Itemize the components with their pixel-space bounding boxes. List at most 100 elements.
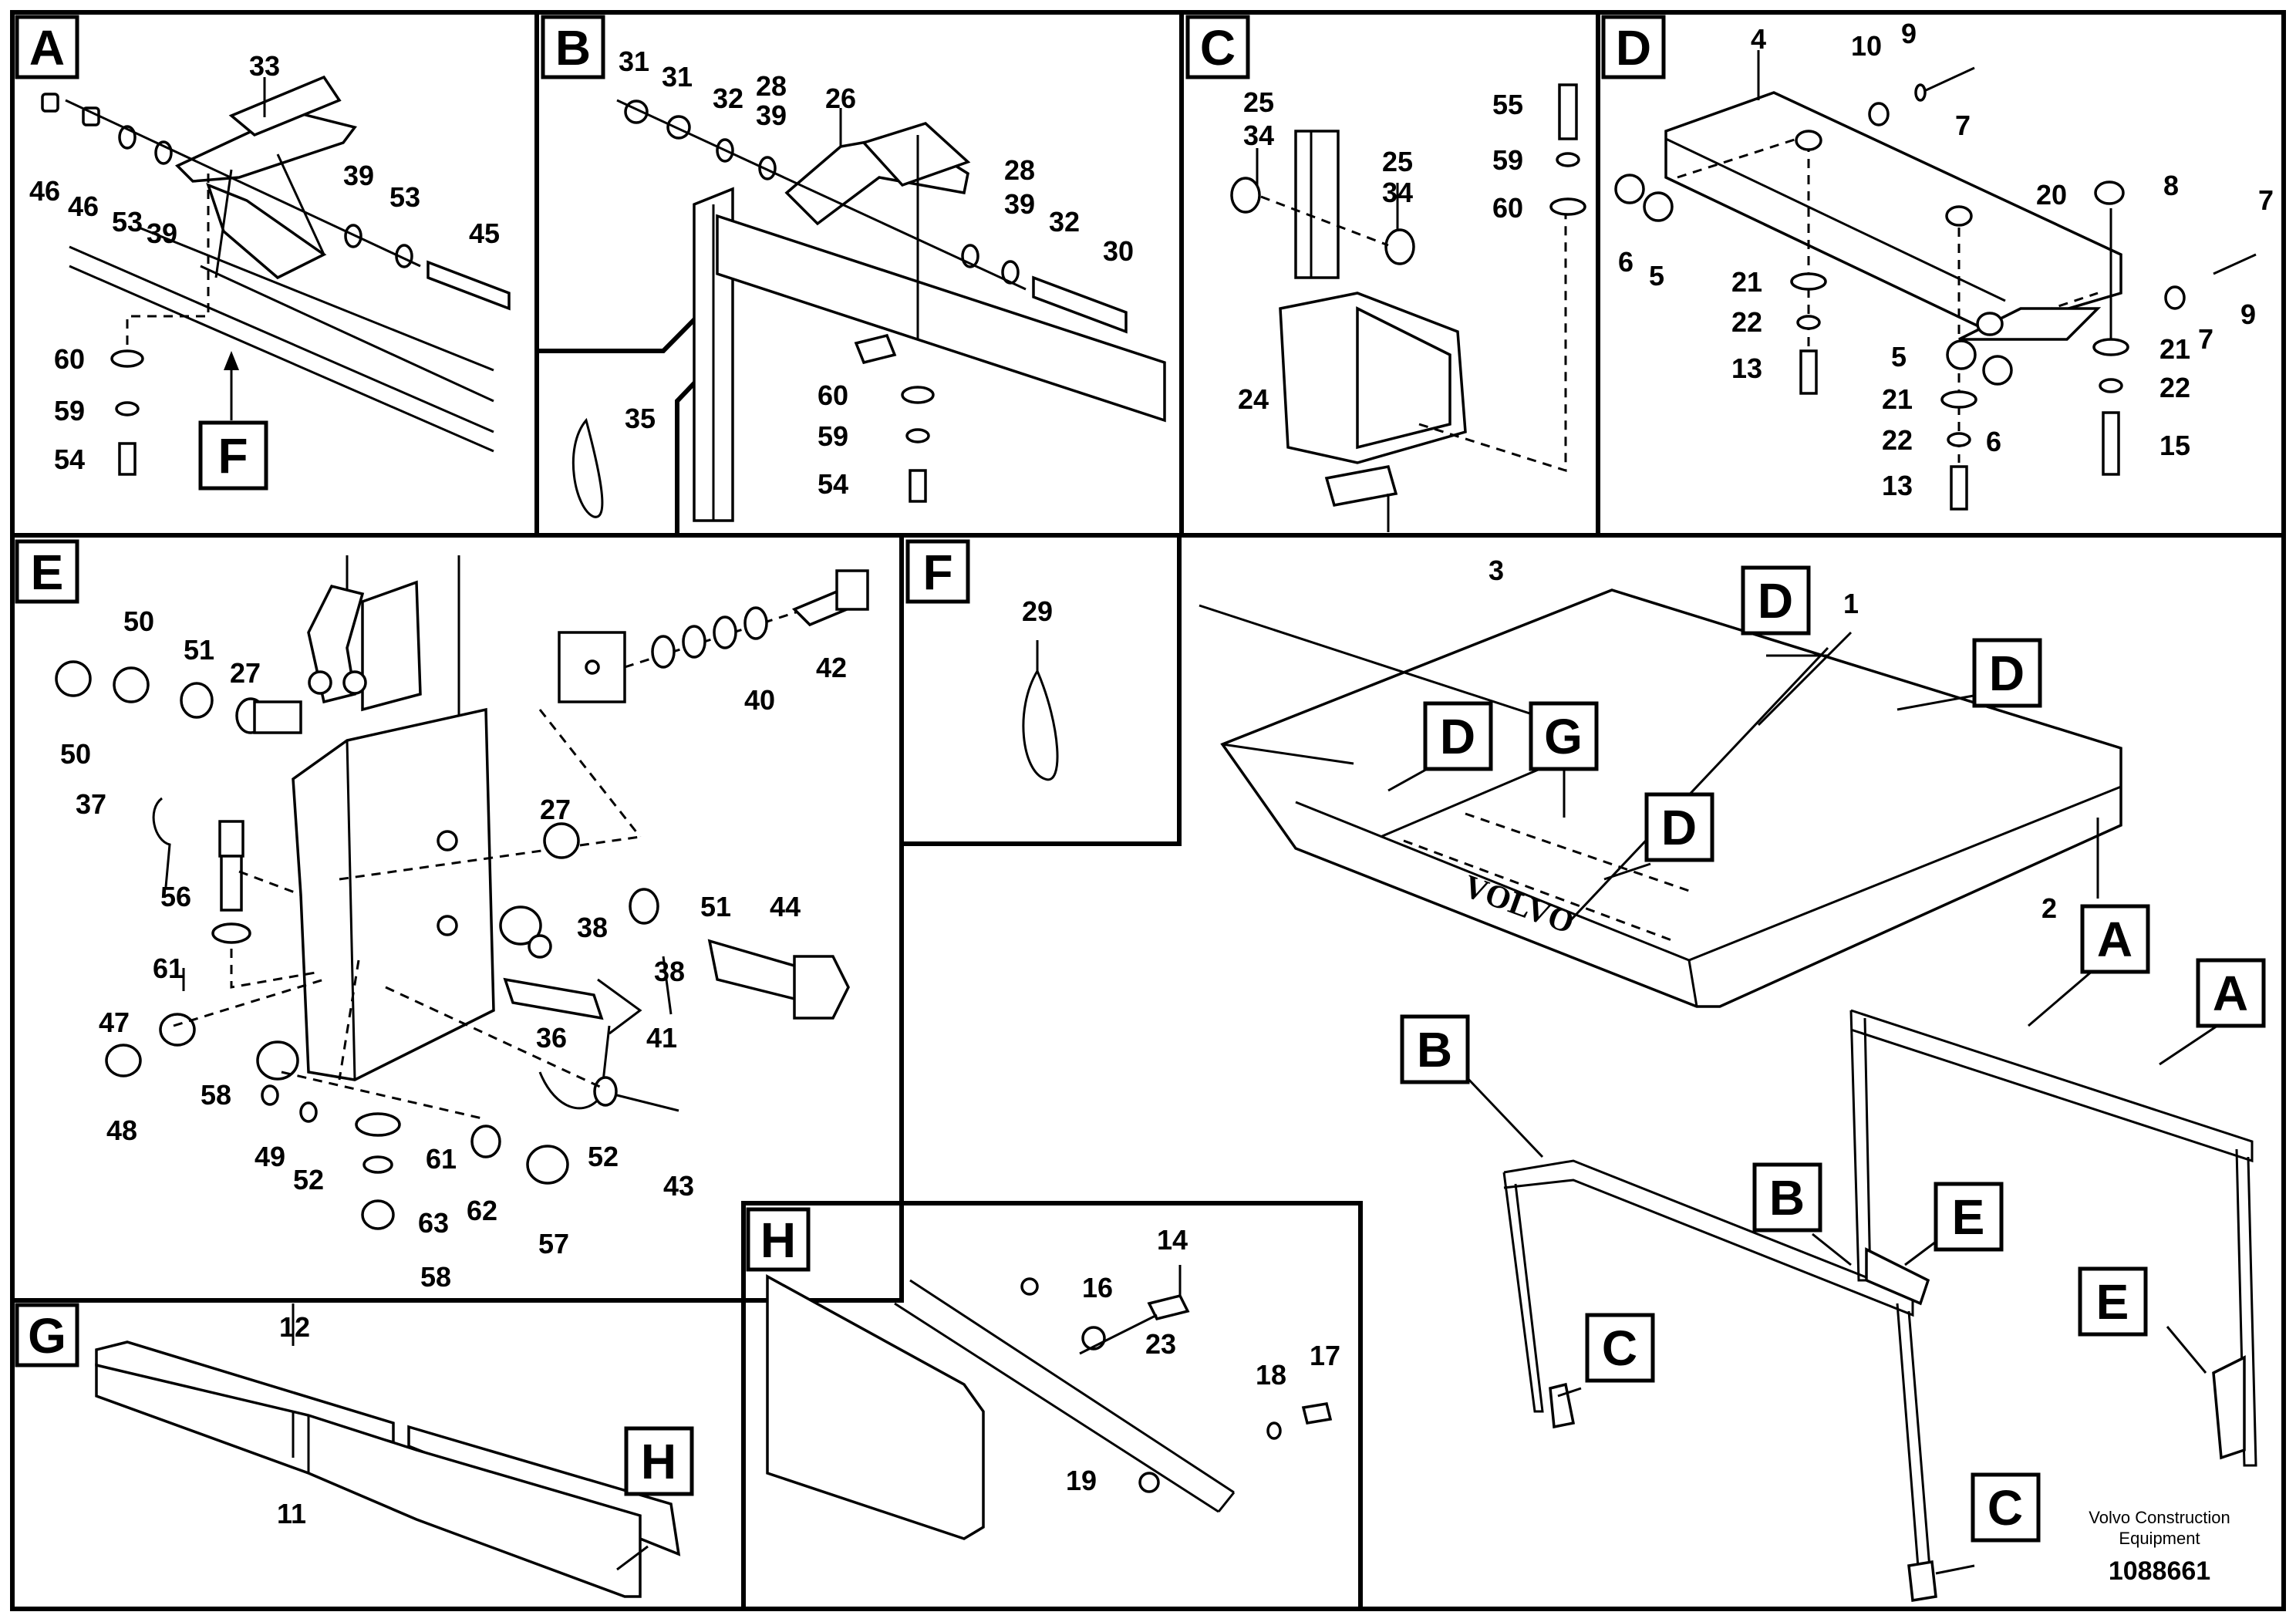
part-number: 28	[1004, 154, 1035, 186]
part-number: 13	[1731, 352, 1762, 384]
part-numbers-f: 29	[1022, 595, 1053, 627]
part-number: 59	[818, 420, 848, 452]
part-numbers-b: 31 31 32 28 39 26 28 39 32 30 60 59 54 3…	[619, 46, 1134, 500]
part-number: 46	[29, 175, 60, 207]
panel-c-drawing	[1230, 83, 1586, 532]
part-number: 25	[1382, 146, 1413, 177]
part-number: 62	[467, 1195, 497, 1226]
part-number: 10	[1851, 30, 1882, 62]
callout-b-1: B	[1400, 1014, 1470, 1084]
part-number: 24	[1238, 383, 1269, 415]
part-number: 60	[818, 379, 848, 411]
svg-text:E: E	[1952, 1189, 1985, 1245]
part-number: 50	[60, 738, 91, 770]
part-numbers-overview: 3 1 2	[1489, 555, 2057, 924]
part-number: 41	[646, 1022, 677, 1054]
part-number: 43	[663, 1170, 694, 1202]
part-number: 23	[1145, 1328, 1176, 1360]
part-number: 2	[2041, 892, 2057, 924]
part-number: 27	[230, 657, 261, 689]
section-labels: A B C D E F G H	[15, 15, 1666, 1367]
part-number: 52	[293, 1164, 324, 1195]
part-number: 56	[160, 881, 191, 912]
part-number: 17	[1310, 1340, 1340, 1371]
section-label-h: H	[746, 1207, 811, 1272]
part-numbers-h: 14 16 23 18 17 19	[1066, 1224, 1340, 1496]
overview-drawing: VOLVO	[1220, 588, 2257, 1603]
part-number: 18	[1256, 1359, 1286, 1391]
part-number: 6	[1618, 246, 1633, 278]
part-number: 52	[588, 1141, 619, 1172]
svg-text:C: C	[1602, 1320, 1637, 1376]
part-number: 1	[1843, 588, 1859, 619]
part-number: 6	[1986, 426, 2001, 457]
part-number: 31	[619, 46, 649, 77]
part-number: 3	[1489, 555, 1504, 586]
part-number: 21	[1731, 266, 1762, 298]
callout-d-3: D	[1423, 701, 1493, 771]
part-number: 39	[343, 160, 374, 191]
part-number: 61	[426, 1143, 457, 1175]
section-label-d: D	[1601, 15, 1666, 79]
svg-text:D: D	[1440, 709, 1475, 764]
footer: Volvo Construction Equipment 1088661	[2089, 1508, 2230, 1586]
part-number: 37	[76, 788, 106, 820]
callout-e-1: E	[1934, 1182, 2004, 1252]
part-number: 61	[153, 953, 184, 984]
part-number: 20	[2036, 179, 2067, 211]
callout-f-in-a: F	[198, 420, 268, 491]
svg-text:F: F	[217, 428, 248, 484]
part-number: 58	[201, 1079, 231, 1111]
part-number: 39	[756, 99, 787, 131]
section-label-e: E	[15, 539, 79, 604]
part-numbers-a: 33 46 46 53 39 39 53 45 60 59 54	[29, 50, 500, 475]
svg-text:D: D	[1758, 573, 1793, 629]
panel-f-drawing	[1022, 640, 1059, 781]
part-number: 50	[123, 605, 154, 637]
part-number: 27	[540, 794, 571, 825]
part-number: 55	[1492, 89, 1523, 120]
part-number: 59	[54, 395, 85, 427]
part-number: 47	[99, 1007, 130, 1038]
callout-e-2: E	[2078, 1266, 2148, 1337]
part-number: 9	[1901, 18, 1917, 49]
part-number: 22	[1731, 306, 1762, 338]
svg-text:B: B	[1417, 1022, 1452, 1077]
part-number: 26	[825, 83, 856, 114]
part-number: 21	[1882, 383, 1913, 415]
panel-h-drawing	[766, 1274, 1333, 1540]
svg-text:A: A	[29, 20, 65, 76]
part-number: 21	[2159, 333, 2190, 365]
part-numbers-e: 50 51 27 50 37 56 61 47 48 27 51 44 38 3…	[60, 605, 847, 1293]
svg-text:G: G	[1544, 709, 1583, 764]
part-number: 38	[577, 912, 608, 943]
svg-text:C: C	[1200, 20, 1236, 76]
part-number: 34	[1243, 120, 1274, 151]
part-number: 5	[1649, 260, 1664, 292]
part-number: 25	[1243, 86, 1274, 118]
part-number: 12	[279, 1311, 310, 1343]
svg-text:D: D	[1989, 646, 2025, 701]
part-number: 7	[2198, 323, 2213, 355]
part-number: 30	[1103, 235, 1134, 267]
callout-h-in-g: H	[624, 1426, 694, 1496]
part-number: 51	[700, 891, 731, 922]
part-number: 39	[1004, 188, 1035, 220]
part-number: 31	[662, 61, 693, 93]
callout-d-4: D	[1644, 792, 1714, 862]
part-number: 16	[1082, 1272, 1113, 1303]
svg-text:E: E	[31, 545, 64, 600]
part-number: 46	[68, 191, 99, 222]
section-label-a: A	[15, 15, 79, 79]
part-number: 5	[1891, 341, 1907, 373]
part-number: 9	[2240, 298, 2256, 330]
part-number: 34	[1382, 177, 1413, 208]
callout-d-2: D	[1972, 638, 2042, 708]
part-number: 11	[277, 1498, 306, 1529]
part-number: 22	[1882, 424, 1913, 456]
panel-g-drawing	[95, 1340, 681, 1598]
part-number: 39	[147, 218, 177, 249]
callout-d-1: D	[1741, 565, 1811, 636]
drawing-number: 1088661	[2109, 1556, 2210, 1586]
part-number: 53	[112, 206, 143, 238]
